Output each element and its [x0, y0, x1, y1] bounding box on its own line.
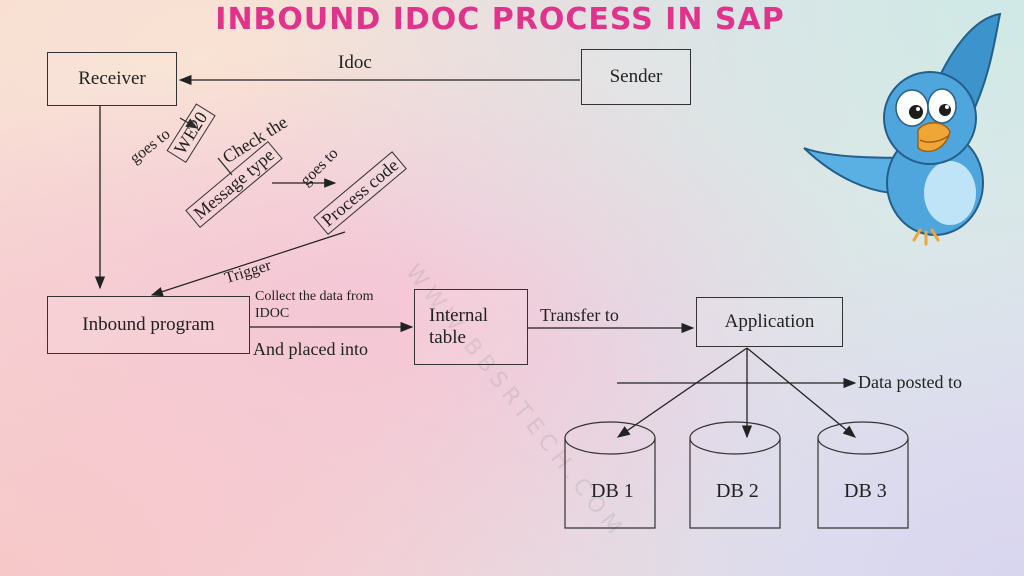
- edge-app-db1: [616, 347, 748, 438]
- transfer-to-label: Transfer to: [540, 305, 619, 325]
- db-cylinder-1: [564, 421, 656, 529]
- db-cylinder-3: [817, 421, 909, 529]
- data-posted-to-label: Data posted to: [858, 372, 962, 392]
- receiver-box: Receiver: [47, 52, 177, 106]
- db-cylinder-2: [689, 421, 781, 529]
- inbound-program-box: Inbound program: [47, 296, 250, 354]
- edge-app-db3: [746, 347, 857, 438]
- application-box: Application: [696, 297, 843, 347]
- idoc-label: Idoc: [338, 52, 372, 73]
- edge-trigger: [150, 231, 346, 297]
- db2-label: DB 2: [716, 480, 759, 502]
- page-title: INBOUND IDOC PROCESS IN SAP: [215, 2, 785, 37]
- collect-label-line-1: Collect the data from: [255, 289, 374, 304]
- edge-we20-message: [217, 157, 233, 176]
- internal-table-line-2: table: [429, 327, 466, 348]
- internal-table-box: Internal table: [414, 289, 528, 365]
- edge-goes-to-we20: [179, 117, 199, 129]
- db1-label: DB 1: [591, 480, 634, 502]
- sender-box: Sender: [581, 49, 691, 105]
- placed-into-label: And placed into: [253, 339, 368, 359]
- internal-table-line-1: Internal: [429, 305, 489, 326]
- db3-label: DB 3: [844, 480, 887, 502]
- bird-mascot-icon: [803, 12, 1002, 246]
- collect-label-line-2: IDOC: [255, 306, 290, 321]
